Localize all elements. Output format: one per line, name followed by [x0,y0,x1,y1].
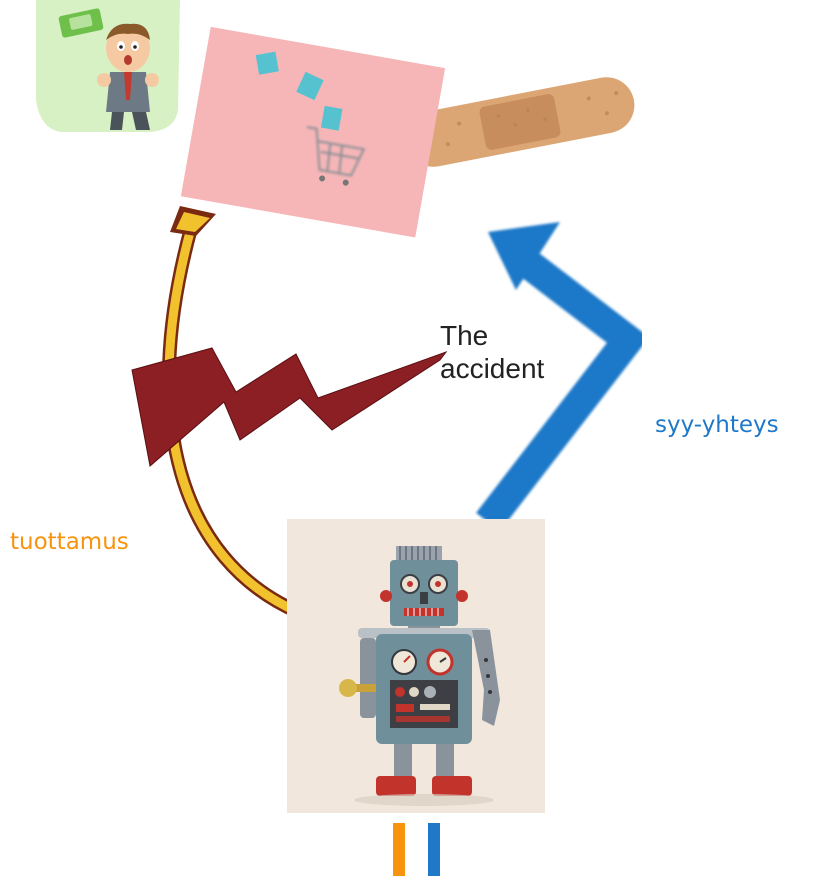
robot-image [287,519,545,813]
cartoon-man-image [36,0,180,132]
orange-bar [393,823,405,876]
accident-label-line1: The [440,319,544,352]
accident-label: The accident [440,319,544,385]
label-tuottamus: tuottamus [10,529,129,555]
shopping-cart-image [181,27,445,238]
label-syy-yhteys: syy-yhteys [655,412,779,438]
blue-bar [428,823,440,876]
accident-label-line2: accident [440,352,544,385]
